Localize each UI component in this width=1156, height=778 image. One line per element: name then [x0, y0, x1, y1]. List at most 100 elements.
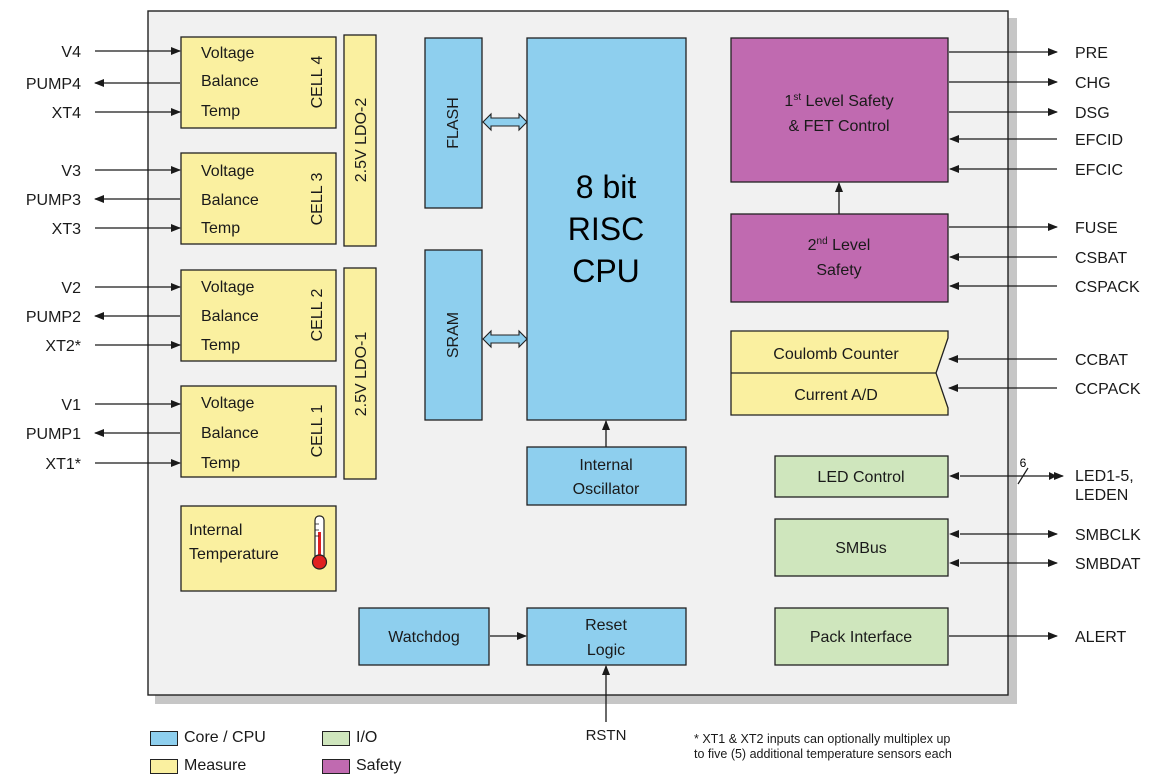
- safety2-line1: 2nd Level: [808, 236, 871, 254]
- legend-core: Core / CPU: [150, 729, 266, 747]
- pin-csbat: CSBAT: [1075, 250, 1127, 267]
- pin-chg: CHG: [1075, 75, 1111, 92]
- pin-pre: PRE: [1075, 45, 1108, 62]
- cell-2-balance: Balance: [201, 308, 259, 325]
- ldo-1-label: 2.5V LDO-1: [353, 332, 370, 417]
- cell-2-label: CELL 2: [309, 289, 326, 342]
- legend-core-label: Core / CPU: [184, 729, 266, 746]
- cell-4-balance: Balance: [201, 73, 259, 90]
- smbus-block: SMBus: [774, 518, 949, 577]
- reset-logic-block: Reset Logic: [526, 607, 687, 666]
- ldo-2-block: 2.5V LDO-2: [343, 34, 377, 247]
- cpu-block: 8 bit RISC CPU: [526, 37, 687, 421]
- legend-io-label: I/O: [356, 729, 378, 746]
- legend-swatch-io: [322, 730, 350, 746]
- pin-pump2: PUMP2: [26, 309, 81, 326]
- smbus-label: SMBus: [835, 540, 887, 557]
- internal-temperature-block: Internal Temperature: [180, 505, 337, 592]
- pin-cspack: CSPACK: [1075, 279, 1140, 296]
- legend-swatch-core: [150, 730, 178, 746]
- pin-v2: V2: [61, 280, 81, 297]
- coulomb-bottom-label: Current A/D: [794, 387, 878, 404]
- cell-3-label: CELL 3: [309, 173, 326, 226]
- pack-interface-label: Pack Interface: [810, 629, 912, 646]
- cell-3-balance: Balance: [201, 192, 259, 209]
- legend-swatch-measure: [150, 758, 178, 774]
- pin-rstn: RSTN: [586, 727, 627, 744]
- pin-v3: V3: [61, 163, 81, 180]
- pin-alert: ALERT: [1075, 629, 1127, 646]
- pin-fuse: FUSE: [1075, 220, 1118, 237]
- coulomb-top-label: Coulomb Counter: [773, 346, 899, 363]
- pin-smbdat: SMBDAT: [1075, 556, 1141, 573]
- pack-interface-block: Pack Interface: [774, 607, 949, 666]
- pin-ccpack: CCPACK: [1075, 381, 1141, 398]
- pin-smbclk: SMBCLK: [1075, 527, 1141, 544]
- second-level-safety-block: 2nd Level Safety: [730, 213, 949, 303]
- flash-block: FLASH: [424, 37, 483, 209]
- cpu-line2: RISC: [568, 211, 644, 247]
- cell-4-label: CELL 4: [309, 56, 326, 109]
- reset-line1: Reset: [585, 617, 627, 634]
- legend-safety-label: Safety: [356, 757, 402, 774]
- pin-pump3: PUMP3: [26, 192, 81, 209]
- pin-xt4: XT4: [52, 105, 81, 122]
- pin-dsg: DSG: [1075, 105, 1110, 122]
- cell-4-temp: Temp: [201, 103, 240, 120]
- cell-4-voltage: Voltage: [201, 45, 254, 62]
- cell-1-group: Voltage Balance Temp CELL 1 V1 PUMP1 XT1…: [26, 385, 337, 478]
- led-control-label: LED Control: [817, 469, 904, 486]
- cell-3-temp: Temp: [201, 220, 240, 237]
- cpu-line1: 8 bit: [576, 169, 637, 205]
- internal-temp-line1: Internal: [189, 522, 242, 539]
- legend-measure-label: Measure: [184, 757, 247, 774]
- pin-efcid: EFCID: [1075, 132, 1123, 149]
- ldo-2-label: 2.5V LDO-2: [353, 98, 370, 183]
- cell-2-group: Voltage Balance Temp CELL 2 V2 PUMP2 XT2…: [26, 269, 337, 362]
- footnote: * XT1 & XT2 inputs can optionally multip…: [694, 732, 952, 762]
- footnote-line2: to five (5) additional temperature senso…: [694, 747, 952, 761]
- pin-pump4: PUMP4: [26, 76, 81, 93]
- cell-2-temp: Temp: [201, 337, 240, 354]
- cell-4-group: Voltage Balance Temp CELL 4 V4 PUMP4 XT4: [26, 36, 337, 129]
- pin-pump1: PUMP1: [26, 426, 81, 443]
- reset-line2: Logic: [587, 642, 625, 659]
- cell-1-label: CELL 1: [309, 405, 326, 458]
- pin-ccbat: CCBAT: [1075, 352, 1128, 369]
- internal-temp-line2: Temperature: [189, 546, 279, 563]
- thermometer-icon: [311, 515, 328, 570]
- pin-efcic: EFCIC: [1075, 162, 1123, 179]
- pin-led-line2: LEDEN: [1075, 487, 1128, 504]
- sram-block: SRAM: [424, 249, 483, 421]
- legend-io: I/O: [322, 729, 377, 747]
- cell-3-group: Voltage Balance Temp CELL 3 V3 PUMP3 XT3: [26, 152, 337, 245]
- coulomb-counter-block: Coulomb Counter Current A/D: [730, 330, 949, 416]
- sram-label: SRAM: [445, 312, 462, 358]
- pin-led-line1: LED1-5,: [1075, 468, 1134, 485]
- cell-2-voltage: Voltage: [201, 279, 254, 296]
- footnote-line1: * XT1 & XT2 inputs can optionally multip…: [694, 732, 951, 746]
- led-control-block: LED Control: [774, 455, 949, 498]
- oscillator-line2: Oscillator: [573, 481, 640, 498]
- first-level-safety-block: 1st Level Safety & FET Control: [730, 37, 949, 183]
- cell-3-voltage: Voltage: [201, 163, 254, 180]
- cell-1-voltage: Voltage: [201, 395, 254, 412]
- safety2-line2: Safety: [816, 262, 861, 279]
- oscillator-line1: Internal: [579, 457, 632, 474]
- flash-label: FLASH: [445, 97, 462, 149]
- watchdog-block: Watchdog: [358, 607, 490, 666]
- pin-xt1: XT1*: [45, 456, 81, 473]
- cell-1-balance: Balance: [201, 425, 259, 442]
- ldo-1-block: 2.5V LDO-1: [343, 267, 377, 480]
- led-bus-width: 6: [1020, 456, 1027, 470]
- pin-v4: V4: [61, 44, 81, 61]
- legend-swatch-safety: [322, 758, 350, 774]
- oscillator-block: Internal Oscillator: [526, 446, 687, 506]
- watchdog-label: Watchdog: [388, 629, 459, 646]
- cell-1-temp: Temp: [201, 455, 240, 472]
- safety1-line1: 1st Level Safety: [784, 92, 893, 110]
- legend-safety: Safety: [322, 757, 401, 775]
- legend-measure: Measure: [150, 757, 246, 775]
- pin-xt2: XT2*: [45, 338, 81, 355]
